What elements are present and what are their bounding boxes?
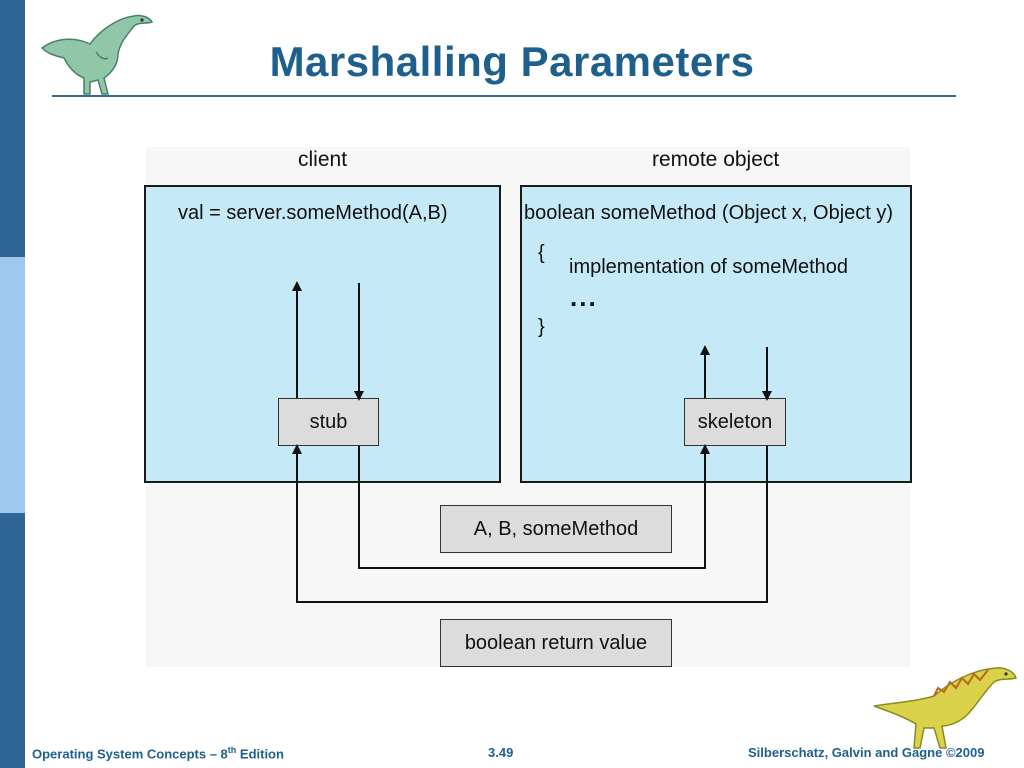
open-brace-text: { bbox=[538, 242, 545, 264]
client-call-text: val = server.someMethod(A,B) bbox=[178, 202, 448, 224]
sidebar-accent bbox=[0, 257, 25, 513]
footer-course-prefix: Operating System Concepts – 8 bbox=[32, 746, 228, 762]
title-divider bbox=[52, 95, 956, 97]
remote-object-label: remote object bbox=[652, 148, 780, 171]
client-label: client bbox=[298, 148, 348, 171]
close-brace-text: } bbox=[538, 316, 545, 338]
footer-copyright: Silberschatz, Galvin and Gagne ©2009 bbox=[748, 745, 985, 760]
page-title: Marshalling Parameters bbox=[269, 38, 755, 85]
footer-course: Operating System Concepts – 8th Edition bbox=[32, 745, 284, 761]
dinosaur-icon-bottom bbox=[873, 667, 1017, 749]
method-signature-text: boolean someMethod (Object x, Object y) bbox=[524, 202, 894, 224]
skeleton-box: skeleton bbox=[684, 398, 786, 446]
footer-page-number: 3.49 bbox=[488, 745, 514, 760]
implementation-text: implementation of someMethod bbox=[569, 256, 849, 278]
response-message-box: boolean return value bbox=[440, 619, 672, 667]
footer-course-sup: th bbox=[227, 745, 237, 755]
footer-course-suffix: Edition bbox=[236, 746, 284, 762]
request-message-box: A, B, someMethod bbox=[440, 505, 672, 553]
ellipsis-text: ... bbox=[570, 282, 598, 312]
dinosaur-icon bbox=[40, 14, 154, 95]
stub-box: stub bbox=[278, 398, 379, 446]
